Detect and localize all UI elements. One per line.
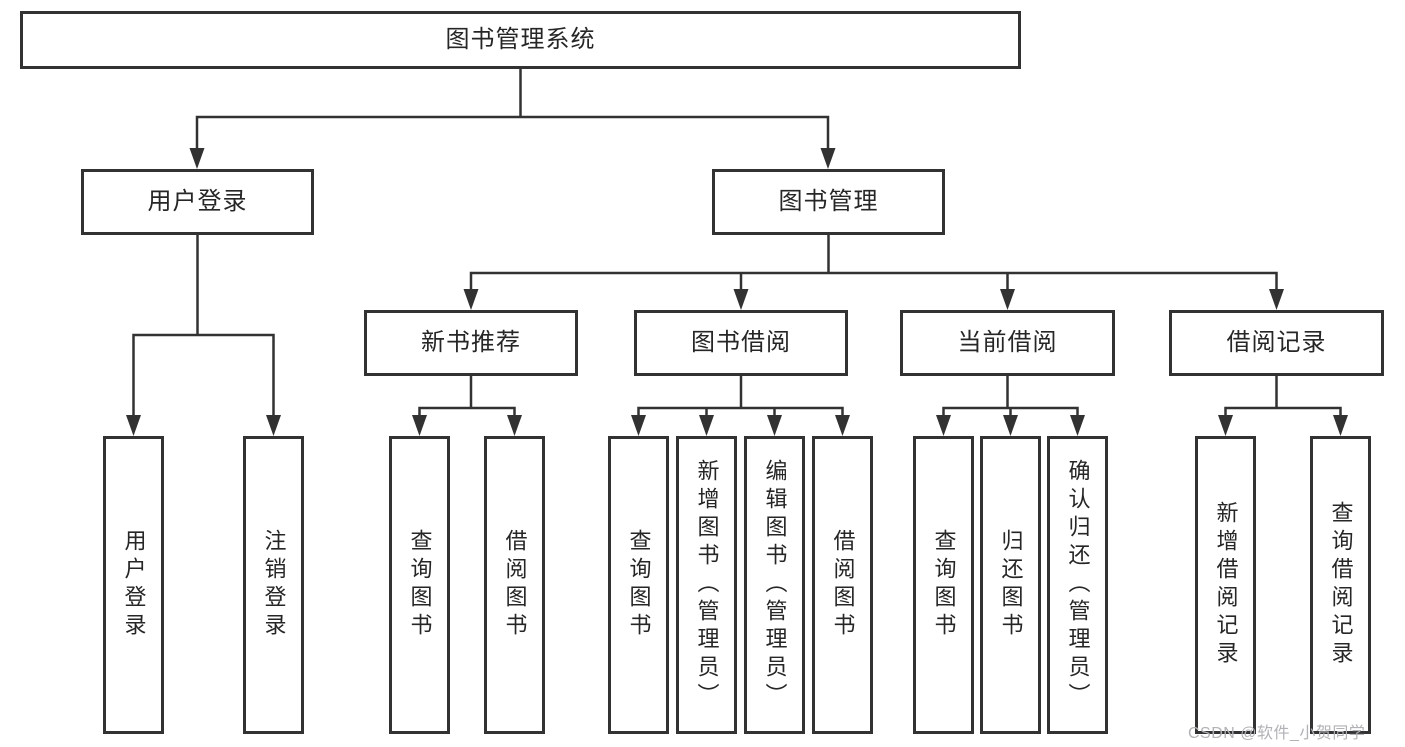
edge-book-borrowing <box>637 374 844 421</box>
edge-root <box>195 67 830 154</box>
node-label-leaf-query-books-3: 查询图书 <box>931 529 957 641</box>
arrowhead <box>1269 289 1284 310</box>
node-root: 图书管理系统 <box>20 11 1021 69</box>
node-leaf-query-books-3: 查询图书 <box>913 436 974 734</box>
arrowhead <box>835 415 850 436</box>
arrowhead <box>412 415 427 436</box>
arrowhead <box>1000 289 1015 310</box>
node-leaf-borrow-books-2: 借阅图书 <box>812 436 873 734</box>
node-label-current-borrowing: 当前借阅 <box>957 329 1058 356</box>
node-leaf-query-books-2: 查询图书 <box>608 436 669 734</box>
node-leaf-query-borrow-record: 查询借阅记录 <box>1310 436 1371 734</box>
arrowhead <box>631 415 646 436</box>
arrowhead <box>1333 415 1348 436</box>
arrowhead <box>189 148 205 169</box>
node-label-leaf-borrow-books-1: 借阅图书 <box>502 529 528 641</box>
node-label-leaf-borrow-books-2: 借阅图书 <box>830 529 856 641</box>
edge-user-login <box>132 233 275 421</box>
node-label-book-borrowing: 图书借阅 <box>691 329 791 356</box>
edge-current-borrowing <box>942 374 1079 421</box>
node-leaf-borrow-books-1: 借阅图书 <box>484 436 545 734</box>
node-label-book-management: 图书管理 <box>778 188 879 215</box>
arrowhead <box>126 415 141 436</box>
node-leaf-add-books: 新增图书（管理员） <box>676 436 737 734</box>
arrowhead <box>507 415 522 436</box>
node-leaf-user-login: 用户登录 <box>103 436 164 734</box>
node-label-root: 图书管理系统 <box>445 26 596 53</box>
edge-book-management <box>469 233 1278 295</box>
arrowhead <box>820 148 836 169</box>
watermark-text: CSDN @软件_小贺同学 <box>1188 725 1366 742</box>
node-new-book-recommend: 新书推荐 <box>364 310 578 376</box>
node-label-leaf-add-books: 新增图书（管理员） <box>694 459 720 711</box>
node-label-leaf-return-books: 归还图书 <box>998 529 1024 641</box>
node-leaf-add-borrow-record: 新增借阅记录 <box>1195 436 1256 734</box>
node-leaf-query-books-1: 查询图书 <box>389 436 450 734</box>
arrowhead <box>733 289 749 310</box>
arrowhead <box>266 415 281 436</box>
node-leaf-confirm-return: 确认归还（管理员） <box>1047 436 1108 734</box>
node-leaf-edit-books: 编辑图书（管理员） <box>744 436 805 734</box>
node-label-user-login: 用户登录 <box>147 188 248 215</box>
node-book-borrowing: 图书借阅 <box>634 310 848 376</box>
node-leaf-return-books: 归还图书 <box>980 436 1041 734</box>
node-borrowing-records: 借阅记录 <box>1169 310 1384 376</box>
node-label-leaf-user-login: 用户登录 <box>121 529 147 641</box>
node-current-borrowing: 当前借阅 <box>900 310 1115 376</box>
edge-new-book-recommend <box>418 374 516 421</box>
node-book-management: 图书管理 <box>712 169 945 235</box>
arrowhead <box>936 415 951 436</box>
node-leaf-logout: 注销登录 <box>243 436 304 734</box>
arrowhead <box>767 415 782 436</box>
node-label-leaf-add-borrow-record: 新增借阅记录 <box>1213 501 1239 669</box>
arrowhead <box>1003 415 1018 436</box>
node-label-leaf-edit-books: 编辑图书（管理员） <box>762 459 788 711</box>
arrowhead <box>463 289 479 310</box>
node-label-leaf-confirm-return: 确认归还（管理员） <box>1065 459 1091 711</box>
node-label-leaf-query-books-2: 查询图书 <box>626 529 652 641</box>
node-label-leaf-query-borrow-record: 查询借阅记录 <box>1328 501 1354 669</box>
arrowhead <box>699 415 714 436</box>
arrowhead <box>1218 415 1233 436</box>
arrowhead <box>1070 415 1085 436</box>
node-label-leaf-query-books-1: 查询图书 <box>407 529 433 641</box>
edge-borrowing-records <box>1224 374 1342 421</box>
node-user-login: 用户登录 <box>81 169 314 235</box>
node-label-new-book-recommend: 新书推荐 <box>421 329 521 356</box>
node-label-borrowing-records: 借阅记录 <box>1226 329 1327 356</box>
node-label-leaf-logout: 注销登录 <box>261 529 287 641</box>
